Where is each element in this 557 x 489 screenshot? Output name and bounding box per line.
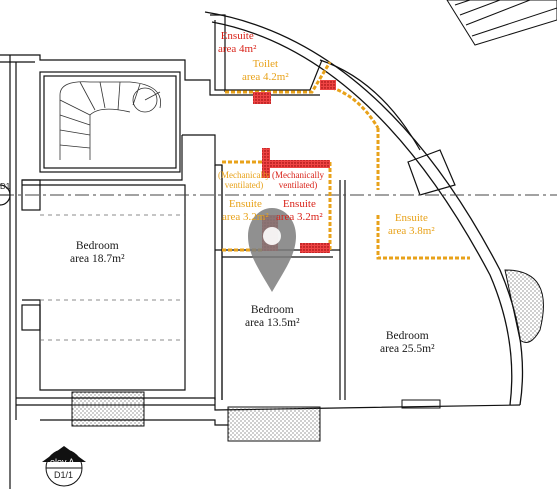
bay-window xyxy=(504,269,544,343)
note-line-2: ventilated) xyxy=(278,180,318,191)
room-label-ensuite-right: Ensuite area 3.8m² xyxy=(388,212,435,237)
room-area: area 13.5m² xyxy=(245,317,300,330)
room-label-mech-b: (Mechanically ventilated) xyxy=(272,170,324,191)
elevation-marker-label: elev.A xyxy=(50,457,75,467)
balcony-mid xyxy=(227,406,321,442)
room-area: area 25.5m² xyxy=(380,343,435,356)
note-line-1: (Mechanically xyxy=(218,170,270,180)
room-area: area 18.7m² xyxy=(70,253,125,266)
room-name: Bedroom xyxy=(75,240,119,252)
room-label-toilet: Toilet area 4.2m² xyxy=(242,58,289,83)
room-name: Bedroom xyxy=(385,330,429,342)
room-name: Ensuite xyxy=(394,212,428,224)
room-label-ensuite-mid-a: Ensuite area 3.2m² xyxy=(222,198,269,223)
window-sill-right xyxy=(401,399,441,409)
room-label-bedroom-mid: Bedroom area 13.5m² xyxy=(245,304,300,330)
room-area: area 3.2m² xyxy=(276,210,323,223)
room-name: Ensuite xyxy=(220,30,254,42)
room-label-mech-a: (Mechanically ventilated) xyxy=(218,170,270,191)
room-name: Toilet xyxy=(252,58,279,70)
hatched-stair-top-right xyxy=(446,0,557,46)
room-label-bedroom-right: Bedroom area 25.5m² xyxy=(380,330,435,356)
room-area: area 3.8m² xyxy=(388,224,435,237)
room-label-ensuite-top: Ensuite area 4m² xyxy=(218,30,256,55)
room-name: Bedroom xyxy=(250,304,294,316)
room-label-ensuite-mid-b: Ensuite area 3.2m² xyxy=(276,198,323,223)
room-name: Ensuite xyxy=(282,198,316,210)
section-marker-ref: D1 xyxy=(0,182,11,191)
balcony-left xyxy=(71,391,145,427)
room-area: area 4.2m² xyxy=(242,70,289,83)
note-line-2: ventilated) xyxy=(224,180,264,191)
room-label-bedroom-left: Bedroom area 18.7m² xyxy=(70,240,125,266)
spiral-stair xyxy=(59,81,162,160)
room-area: area 3.2m² xyxy=(222,210,269,223)
room-name: Ensuite xyxy=(228,198,262,210)
elevation-marker-icon xyxy=(42,446,86,487)
location-pin-icon xyxy=(248,208,296,292)
hidden-lines xyxy=(40,214,185,341)
location-pin-dot-icon xyxy=(263,227,281,245)
note-line-1: (Mechanically xyxy=(272,170,324,180)
room-area: area 4m² xyxy=(218,42,257,55)
elevation-marker-ref: D1/1 xyxy=(54,470,74,480)
